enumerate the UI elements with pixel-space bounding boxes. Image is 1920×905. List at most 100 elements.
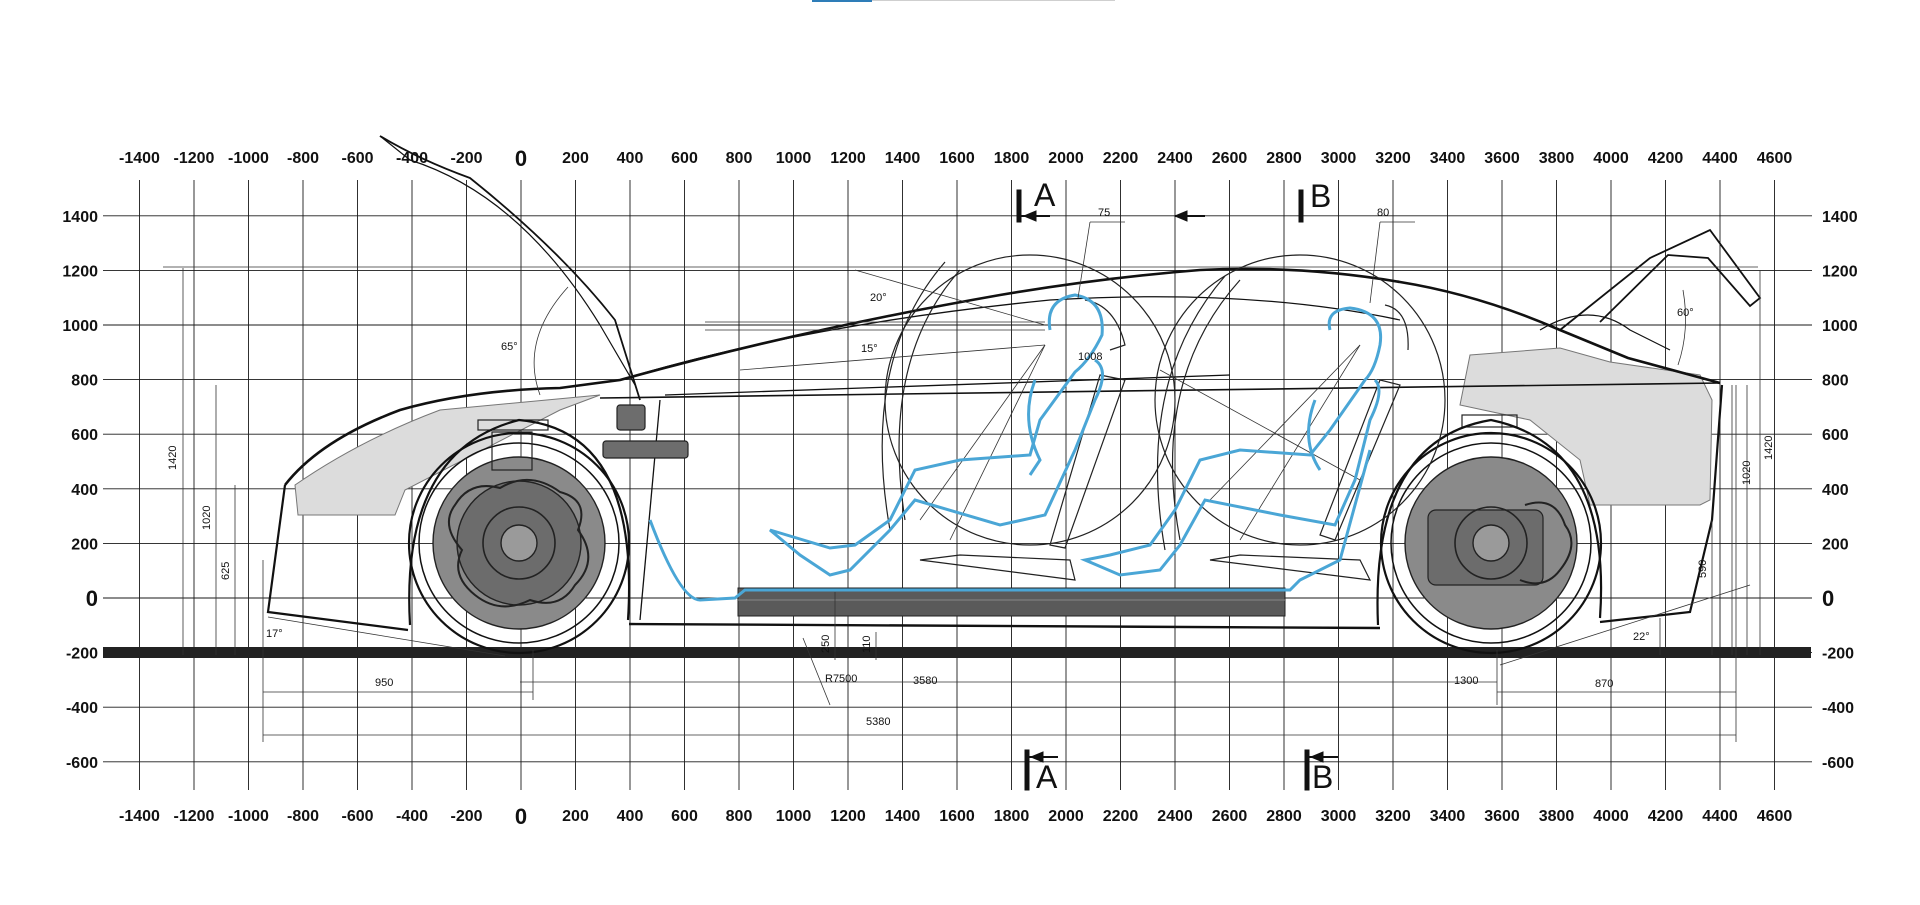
dim-rear-overall-height: 1420 [1763,436,1775,460]
angle-sightline: 15° [861,343,878,355]
x-tick-label: 2800 [1266,150,1302,167]
x-tick-label: -1400 [119,808,160,825]
x-tick-label: 200 [562,808,589,825]
dim-front-1020: 1020 [201,506,213,530]
dim-wheelbase: 3580 [913,675,937,687]
x-tick-label: -200 [450,150,482,167]
x-tick-label: -1200 [174,150,215,167]
x-tick-label: 2200 [1103,808,1139,825]
x-tick-label: 4400 [1702,150,1738,167]
car-body-outline [266,135,1762,632]
dim-overall-length: 5380 [866,716,890,728]
angle-hood: 65° [501,341,518,353]
rear-fascia-panel [1459,347,1713,506]
section-a-top-label: A [1034,177,1056,213]
x-tick-label: 600 [671,808,698,825]
x-tick-label: 3200 [1375,808,1411,825]
mannequin-front [648,293,1372,602]
y-tick-label-right: 1200 [1822,263,1858,280]
x-tick-label: 2200 [1103,150,1139,167]
angle-departure: 22° [1633,631,1650,643]
y-tick-label-right: 1000 [1822,318,1858,335]
x-tick-label: 4000 [1593,150,1629,167]
x-tick-label: 2600 [1212,808,1248,825]
section-b-bottom-label: B [1312,759,1333,795]
x-tick-label: 3600 [1484,150,1520,167]
x-tick-label: 1600 [939,150,975,167]
y-tick-label-right: 800 [1822,373,1849,390]
x-tick-label: 400 [617,808,644,825]
y-tick-label-left: 1400 [62,209,98,226]
x-tick-label: -600 [341,808,373,825]
x-tick-label: 3400 [1430,150,1466,167]
x-tick-label: 3200 [1375,150,1411,167]
x-tick-label: 3400 [1430,808,1466,825]
angle-windshield: 20° [870,292,887,304]
x-tick-label: 1000 [776,808,812,825]
y-tick-label-right: 200 [1822,536,1849,553]
x-tick-label: 4400 [1702,808,1738,825]
dim-hip-1008: 1008 [1078,351,1102,363]
y-tick-label-left: 1200 [62,263,98,280]
y-tick-label-right: -400 [1822,700,1854,717]
dim-floor-250: 250 [820,635,832,653]
x-tick-label: 2800 [1266,808,1302,825]
interior-linework [602,254,1446,581]
ground-line [103,647,1811,658]
x-tick-label: 3000 [1321,808,1357,825]
dim-radius: R7500 [825,673,857,685]
x-tick-label: 3600 [1484,808,1520,825]
section-a-bottom-label: A [1036,759,1058,795]
x-tick-label: 3000 [1321,150,1357,167]
y-tick-label-right: -600 [1822,755,1854,772]
x-tick-label: 800 [726,150,753,167]
x-tick-label: -800 [287,808,319,825]
x-tick-label: 4600 [1757,150,1793,167]
angle-approach: 17° [266,628,283,640]
y-tick-label-left: 600 [71,427,98,444]
rear-wheel [1379,414,1603,655]
x-tick-label: 1800 [994,808,1030,825]
y-tick-label-right: 600 [1822,427,1849,444]
y-tick-label-right: 1400 [1822,209,1858,226]
x-tick-label: 1400 [885,150,921,167]
x-tick-label: -1000 [228,808,269,825]
angle-tailgate: 60° [1677,307,1694,319]
x-tick-label: 1600 [939,808,975,825]
y-tick-label-right: -200 [1822,646,1854,663]
section-b-top-label: B [1310,178,1331,214]
top-divider-line [872,0,1115,1]
x-tick-label: 0 [515,804,527,829]
x-tick-label: -800 [287,150,319,167]
y-tick-label-left: 1000 [62,318,98,335]
y-tick-label-right: 400 [1822,482,1849,499]
y-tick-label-left: -200 [66,646,98,663]
dim-front-overhang: 950 [375,677,393,689]
dim-overall-height: 1420 [167,446,179,470]
x-tick-label: 1000 [776,150,812,167]
x-tick-label: 2400 [1157,808,1193,825]
y-tick-label-left: 0 [86,586,98,611]
x-tick-label: 1200 [830,808,866,825]
y-tick-label-left: 200 [71,536,98,553]
front-wheel [407,419,631,655]
x-tick-label: 4200 [1648,808,1684,825]
dim-rear-1020: 1020 [1741,461,1753,485]
section-markers [1016,189,1338,791]
dim-front-625: 625 [220,562,232,580]
x-tick-label: -1400 [119,150,160,167]
x-tick-label: -400 [396,808,428,825]
dim-rear-590: 590 [1697,560,1709,578]
dim-floor-110: 110 [861,635,873,653]
x-tick-label: 2600 [1212,150,1248,167]
x-tick-label: 4000 [1593,808,1629,825]
x-tick-label: -600 [341,150,373,167]
y-tick-label-left: -600 [66,755,98,772]
x-tick-label: 1800 [994,150,1030,167]
x-tick-label: 1400 [885,808,921,825]
x-tick-label: 3800 [1539,150,1575,167]
x-tick-label: -1200 [174,808,215,825]
